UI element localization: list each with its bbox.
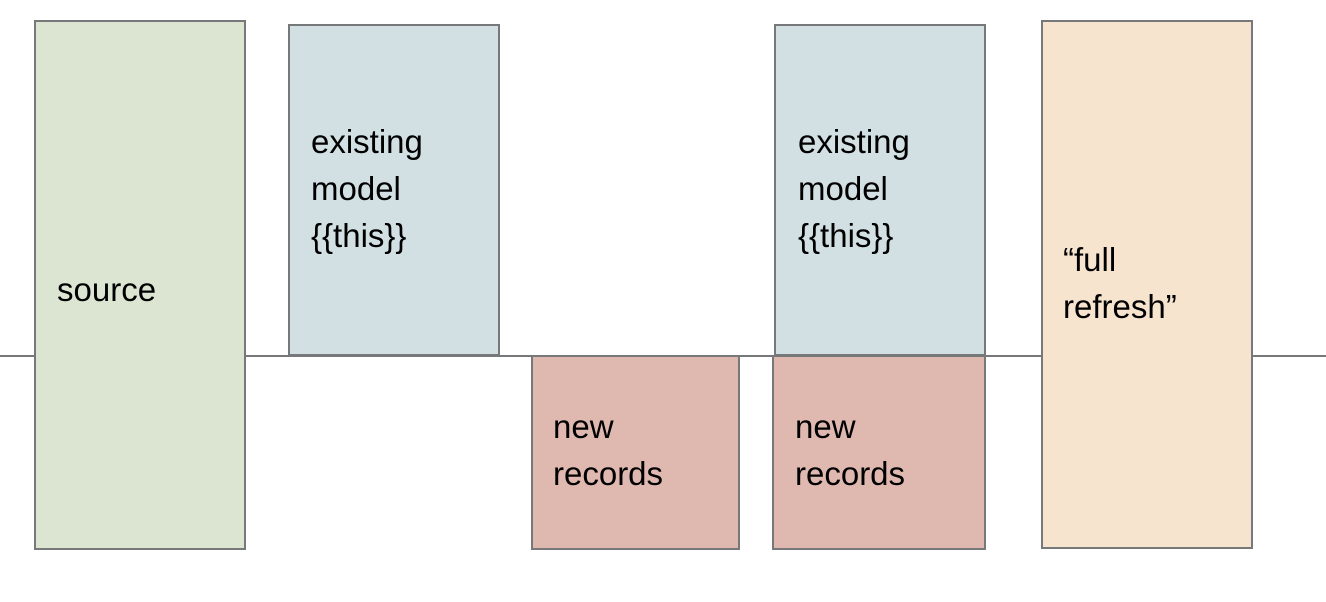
box-source[interactable]: [34, 20, 246, 550]
box-new-records-2[interactable]: [772, 355, 986, 550]
box-full-refresh-label: “full refresh”: [1063, 241, 1177, 325]
box-new-records-1-label: new records: [553, 408, 664, 492]
box-existing-model-2[interactable]: [774, 24, 986, 356]
box-full-refresh[interactable]: [1041, 20, 1253, 549]
box-new-records-1[interactable]: [531, 355, 740, 550]
box-existing-model-2-label: existing model {{this}}: [798, 123, 910, 254]
box-existing-model-1[interactable]: [288, 24, 500, 356]
box-existing-model-1-label: existing model {{this}}: [311, 123, 423, 254]
box-new-records-2-label: new records: [795, 408, 906, 492]
box-source-label: source: [57, 271, 157, 308]
